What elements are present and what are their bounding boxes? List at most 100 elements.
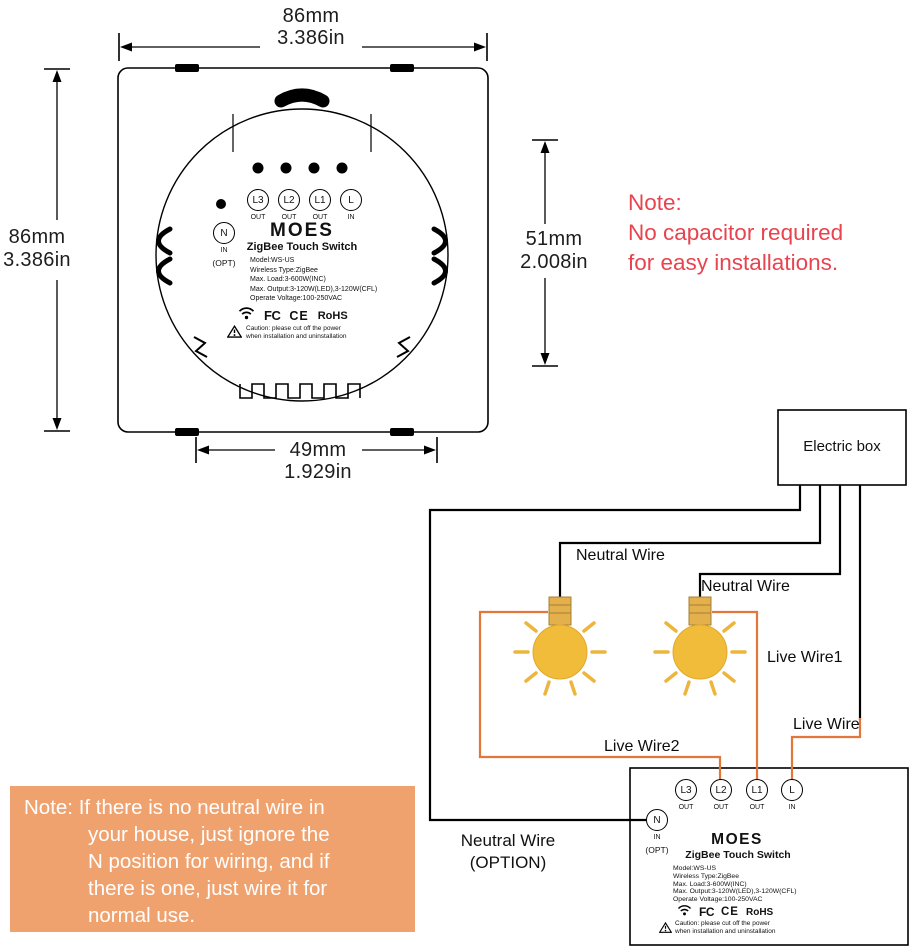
brand-logo: MOES xyxy=(270,220,334,241)
terminal-sub: OUT xyxy=(749,804,765,811)
caution-line: when installation and uninstallation xyxy=(246,333,347,340)
caution-text: Caution: please cut off the power when i… xyxy=(675,920,775,936)
fcc-logo: FC xyxy=(264,308,281,323)
heat-sink-teeth xyxy=(239,383,361,399)
rohs-mark: RoHS xyxy=(745,906,774,918)
wire-live-1 xyxy=(712,610,759,780)
dim-width-mm: 86mm xyxy=(282,5,340,27)
switch-title: ZigBee Touch Switch xyxy=(685,849,791,861)
switch-body xyxy=(629,767,909,946)
note-capacitor-title: Note: xyxy=(628,190,682,215)
wire-label-live: Live Wire xyxy=(793,716,860,733)
spec-line: Operate Voltage:100-250VAC xyxy=(250,295,343,303)
wifi-icon xyxy=(677,903,692,921)
terminal-l3: L3 xyxy=(247,189,269,211)
spring-clip-left xyxy=(156,226,173,286)
terminal-n-opt: (OPT) xyxy=(645,845,669,855)
caution-line: Caution: please cut off the power xyxy=(246,325,341,332)
spec-line: Operate Voltage:100-250VAC xyxy=(673,896,763,904)
touch-slot xyxy=(274,88,330,108)
wire-neutral-option xyxy=(428,485,802,822)
dim-inner-height-mm: 51mm xyxy=(525,228,583,250)
wire-label-live2: Live Wire2 xyxy=(604,738,680,755)
ce-mark: CE xyxy=(289,308,309,323)
mount-tab xyxy=(390,64,414,72)
wire-label-neutral-option: Neutral Wire (OPTION) xyxy=(452,830,564,874)
terminal-sub: OUT xyxy=(678,804,694,811)
mount-tab xyxy=(175,64,199,72)
terminal-n: N xyxy=(646,809,668,831)
mount-tab xyxy=(390,428,414,436)
dim-inner-height-in: 2.008in xyxy=(520,251,588,273)
dim-inner-width-mm: 49mm xyxy=(289,439,347,461)
note-line: there is one, just wire it for xyxy=(88,877,328,900)
brand-logo: MOES xyxy=(711,831,763,848)
terminal-l2: L2 xyxy=(278,189,300,211)
terminal-l1: L1 xyxy=(309,189,331,211)
wire-label-live1: Live Wire1 xyxy=(767,649,843,666)
note-line: Note: If there is no neutral wire in xyxy=(24,796,325,819)
terminal-sub: OUT xyxy=(281,214,297,221)
spec-line: Max. Output:3-120W(LED),3-120W(CFL) xyxy=(673,888,797,896)
spring-clip-right xyxy=(431,226,448,286)
terminal-l: L xyxy=(340,189,362,211)
wire-label-neutral-option-line: Neutral Wire xyxy=(460,831,556,850)
fcc-logo: FC xyxy=(699,905,715,919)
wire-live-main xyxy=(790,718,862,780)
spec-line: Max. Load:3-600W(INC) xyxy=(673,880,747,888)
terminal-l1: L1 xyxy=(746,779,768,801)
dimension-annotations xyxy=(44,33,558,463)
note-capacitor-line: for easy installations. xyxy=(628,250,839,275)
note-line: normal use. xyxy=(88,904,196,927)
spec-line: Wireless Type:ZigBee xyxy=(250,266,318,274)
terminal-n: N xyxy=(213,222,235,244)
spec-line: Model:WS-US xyxy=(673,865,717,872)
bulb-icon xyxy=(653,596,747,696)
note-capacitor: Note: No capacitor required for easy ins… xyxy=(628,188,843,278)
switch-title: ZigBee Touch Switch xyxy=(246,241,358,253)
caution-text: Caution: please cut off the power when i… xyxy=(246,325,346,341)
terminal-n-sub: IN xyxy=(220,247,228,254)
note-line: your house, just ignore the xyxy=(88,823,330,846)
spec-line: Max. Load:3-600W(INC) xyxy=(250,276,326,284)
mount-tab xyxy=(175,428,199,436)
wire-label-neutral-left: Neutral Wire xyxy=(576,547,665,564)
dim-height-mm: 86mm xyxy=(8,226,66,248)
terminal-l3: L3 xyxy=(675,779,697,801)
wire-label-neutral-right: Neutral Wire xyxy=(701,578,790,595)
note-line: N position for wiring, and if xyxy=(88,850,330,873)
spec-line: Model:WS-US xyxy=(250,257,295,264)
terminal-sub: IN xyxy=(788,804,796,811)
terminal-n-sub: IN xyxy=(653,834,661,841)
dim-inner-width-in: 1.929in xyxy=(284,461,352,483)
note-neutral-box: Note: If there is no neutral wire in you… xyxy=(10,786,415,932)
electric-box xyxy=(777,409,907,486)
terminal-sub: OUT xyxy=(713,804,729,811)
terminal-n-opt: (OPT) xyxy=(212,258,236,268)
ce-mark: CE xyxy=(721,906,739,918)
wire-neutral-left-bulb xyxy=(558,485,822,598)
electric-box-label: Electric box xyxy=(803,438,881,455)
warning-icon xyxy=(658,920,673,938)
wire-label-neutral-option-line: (OPTION) xyxy=(469,853,547,872)
switch-specs: Model:WS-US Wireless Type:ZigBee Max. Lo… xyxy=(673,865,797,904)
dim-height-in: 3.386in xyxy=(3,249,71,271)
terminal-sub: OUT xyxy=(312,214,328,221)
terminal-sub: IN xyxy=(347,214,355,221)
cert-icons: FC CE RoHS xyxy=(677,903,773,921)
caution-note: Caution: please cut off the power when i… xyxy=(226,324,346,343)
terminal-sub: OUT xyxy=(250,214,266,221)
wifi-icon xyxy=(238,306,255,325)
warning-icon xyxy=(226,324,243,343)
terminal-l: L xyxy=(781,779,803,801)
bulb-icon xyxy=(513,596,607,696)
wiring-diagram xyxy=(428,409,909,946)
cert-icons: FC CE RoHS xyxy=(238,306,348,325)
spec-line: Wireless Type:ZigBee xyxy=(673,872,739,880)
terminal-l2: L2 xyxy=(710,779,732,801)
wire-live-2 xyxy=(478,610,722,780)
dim-width-in: 3.386in xyxy=(277,27,345,49)
rohs-mark: RoHS xyxy=(317,309,348,322)
